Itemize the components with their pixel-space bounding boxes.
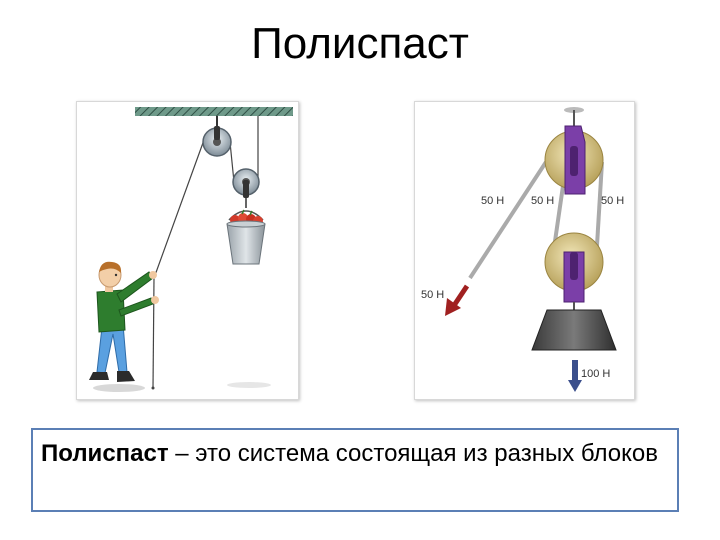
slide-title: Полиспаст [251,19,469,68]
pulley-man-illustration [76,101,299,400]
label-rope-left: 50 Н [481,195,505,207]
pulley-man-drawing [89,107,293,392]
label-rope-middle: 50 Н [531,195,555,207]
definition-text: – это система состоящая из разных блоков [168,440,659,467]
bucket [226,223,266,265]
definition-box: Полиспаст – это система состоящая из раз… [31,428,679,512]
label-weight-force: 100 Н [581,368,611,380]
definition-term: Полиспаст [41,440,169,467]
label-pull-force: 50 Н [421,289,445,301]
man-figure [89,261,159,382]
ceiling-beam [135,107,293,116]
rope-left [468,160,548,280]
pulley-forces-drawing [445,107,617,392]
weight [531,309,617,351]
pull-arrow [450,284,470,309]
label-rope-right: 50 Н [601,195,625,207]
pulley-forces-diagram: 50 Н 50 Н 50 Н 50 Н 100 Н [414,101,635,400]
